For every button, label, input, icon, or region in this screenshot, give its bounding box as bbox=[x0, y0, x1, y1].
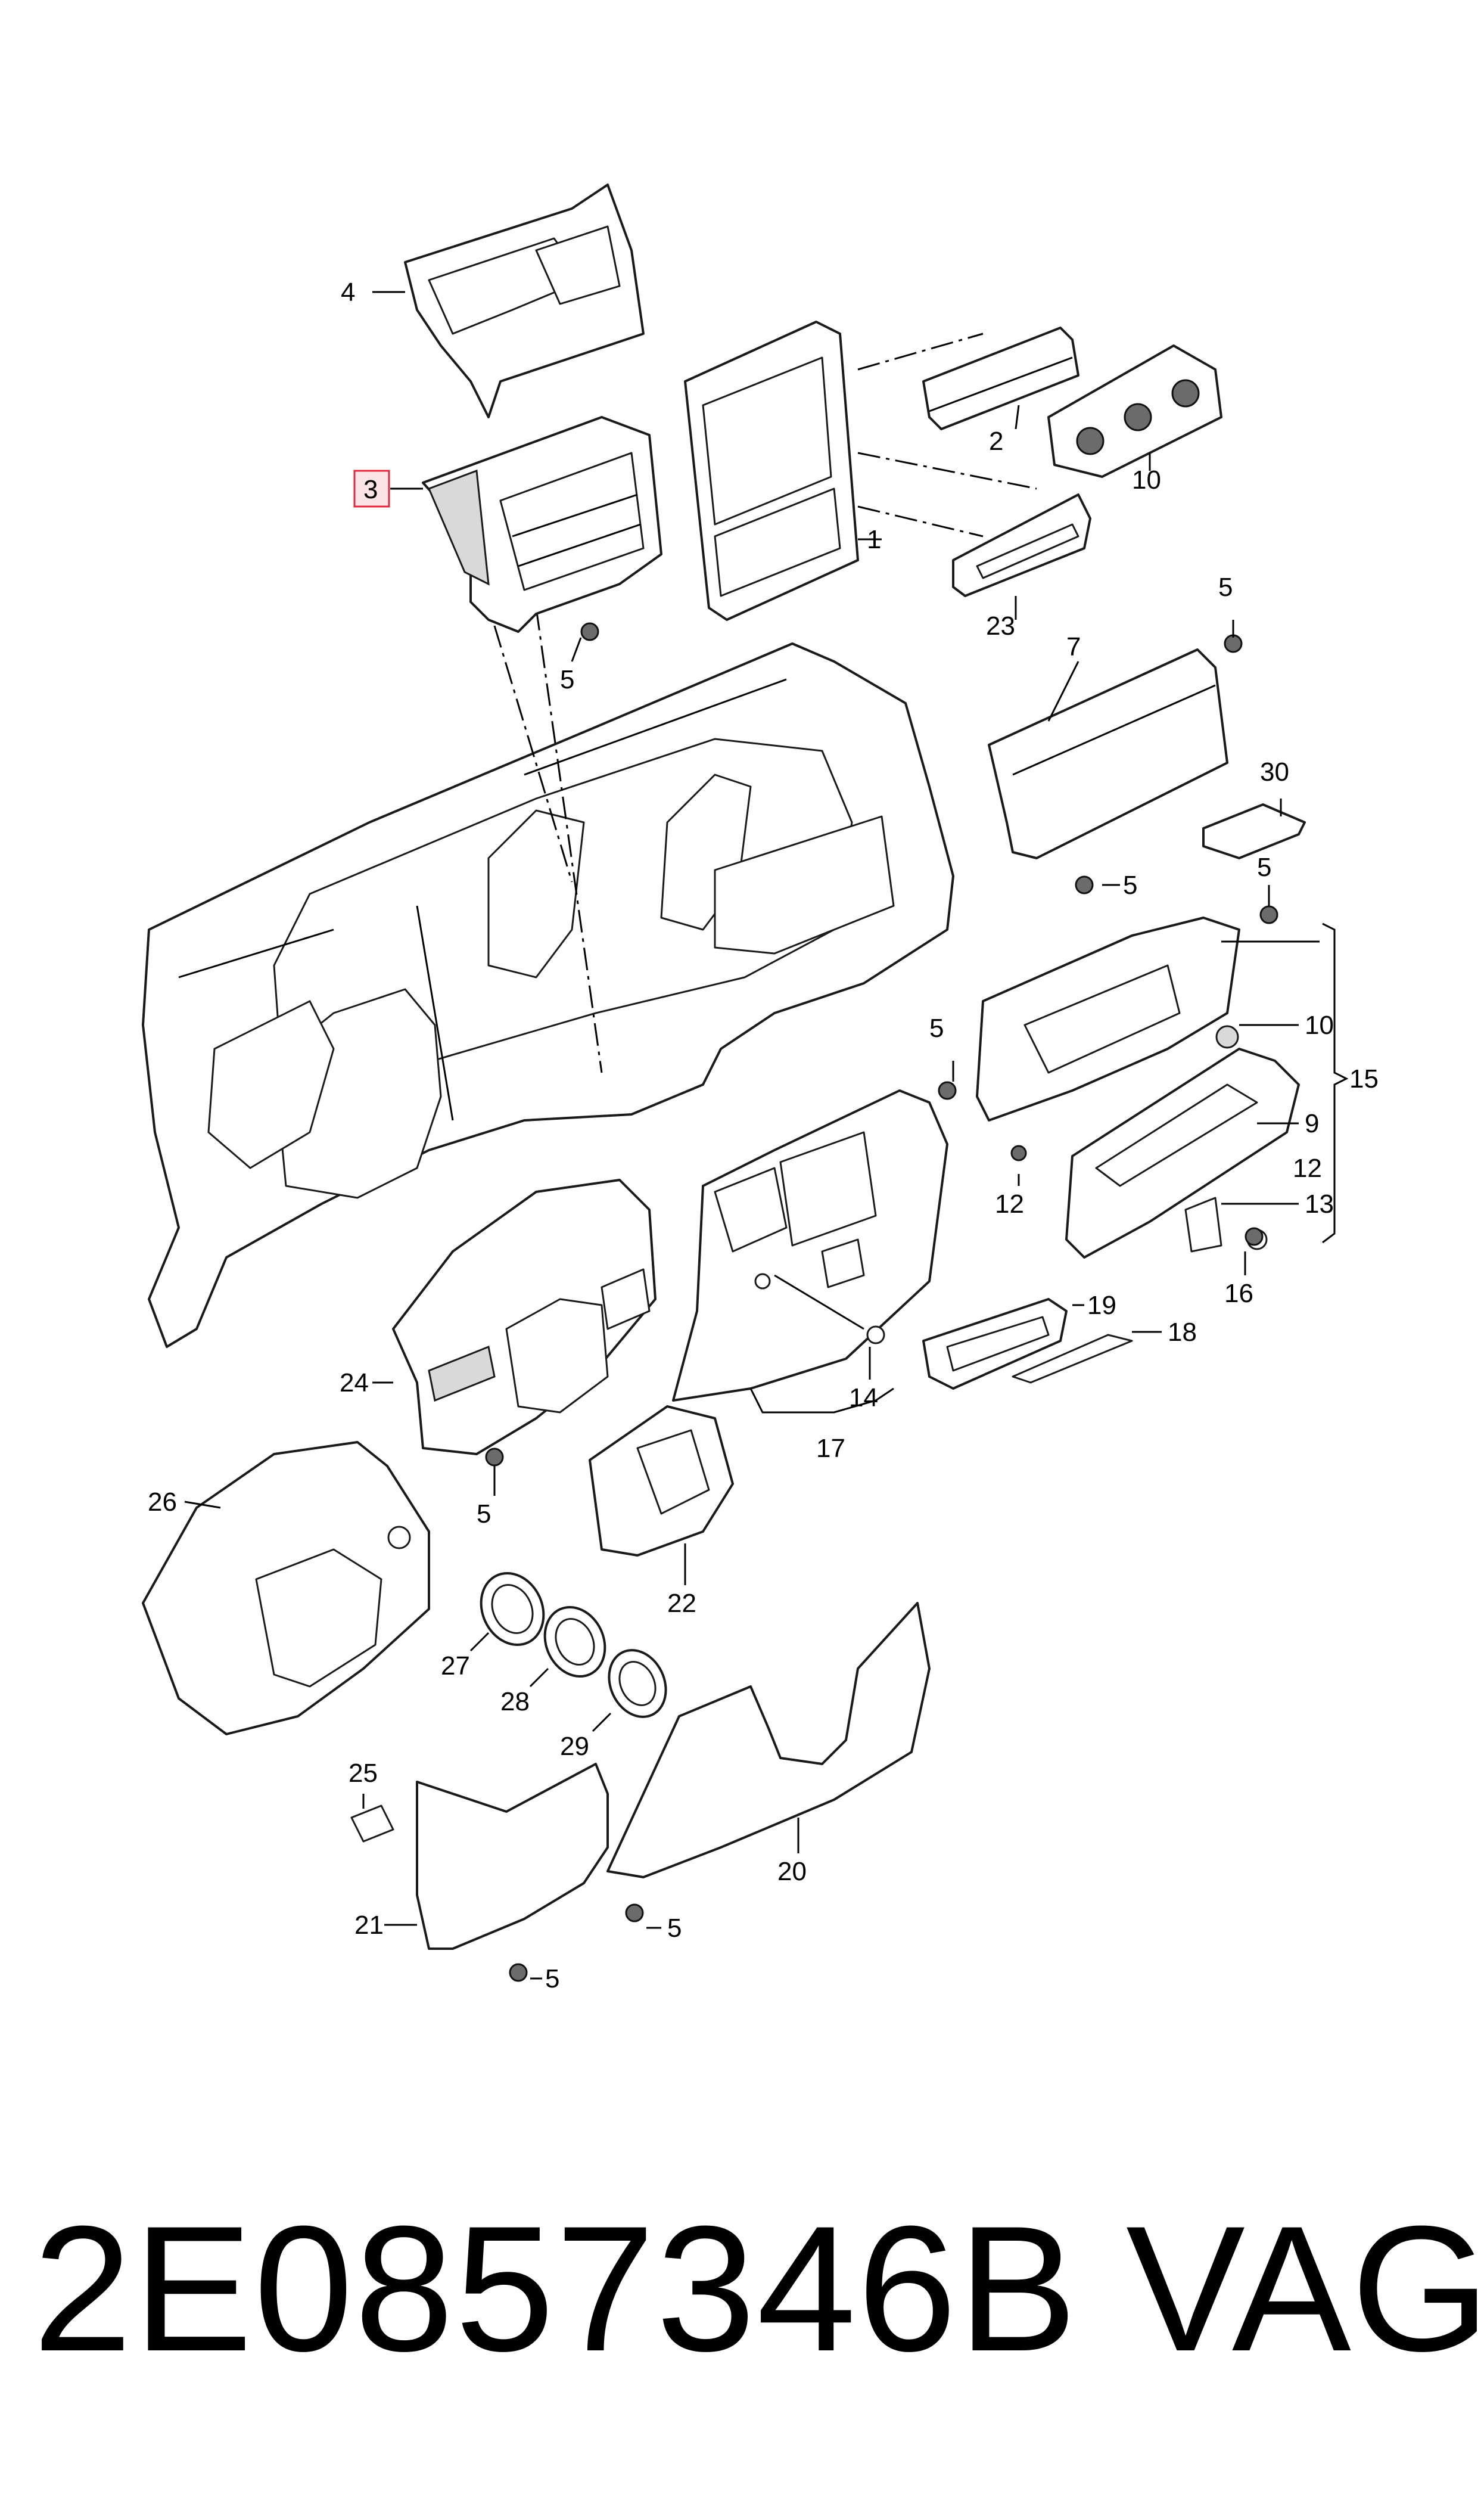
part-17-center-trim bbox=[672, 1089, 948, 1402]
callout-22: 22 bbox=[667, 1589, 696, 1618]
part-18-mat bbox=[1012, 1334, 1133, 1384]
part-10-climate-control bbox=[1047, 344, 1222, 478]
callout-18: 18 bbox=[1168, 1318, 1197, 1347]
callout-5h: 5 bbox=[545, 1964, 559, 1993]
callout-5e: 5 bbox=[929, 1014, 944, 1043]
part-4-bracket bbox=[404, 184, 645, 418]
leader-lines bbox=[184, 291, 1349, 1980]
callout-29: 29 bbox=[560, 1732, 589, 1761]
callout-27: 27 bbox=[441, 1651, 470, 1681]
part-24-bezel bbox=[392, 1179, 657, 1455]
callout-24: 24 bbox=[340, 1368, 369, 1397]
part-1-trim-panel bbox=[684, 321, 859, 621]
callout-9: 9 bbox=[1305, 1109, 1319, 1138]
part-27-ring bbox=[480, 1571, 545, 1647]
callout-labels: 4 3 1 2 10 23 5 5 7 30 5 5 5 10 15 9 12 … bbox=[148, 278, 1379, 1993]
callout-28: 28 bbox=[500, 1687, 530, 1716]
callout-4: 4 bbox=[341, 278, 355, 307]
callout-30: 30 bbox=[1260, 757, 1289, 787]
callout-5b: 5 bbox=[1218, 573, 1233, 602]
callout-7: 7 bbox=[1066, 632, 1081, 661]
callout-3: 3 bbox=[363, 475, 378, 504]
callout-14: 14 bbox=[849, 1383, 878, 1412]
part-22-vent bbox=[589, 1405, 734, 1557]
callout-23: 23 bbox=[986, 611, 1015, 641]
callout-10b: 10 bbox=[1305, 1011, 1334, 1040]
callout-12b: 12 bbox=[995, 1189, 1024, 1219]
part-30-clip bbox=[1202, 803, 1306, 859]
dashboard-carrier bbox=[142, 642, 954, 1348]
callout-16: 16 bbox=[1224, 1279, 1253, 1308]
part-26-cluster-housing bbox=[142, 1441, 430, 1735]
callout-5f: 5 bbox=[477, 1499, 491, 1529]
callout-2: 2 bbox=[989, 427, 1003, 456]
callout-12a: 12 bbox=[1293, 1154, 1322, 1183]
callout-5c: 5 bbox=[1123, 871, 1137, 900]
callout-26: 26 bbox=[148, 1487, 177, 1517]
callout-21: 21 bbox=[354, 1911, 384, 1940]
part-number: 2E0857346B bbox=[33, 2188, 1078, 2388]
callout-10a: 10 bbox=[1132, 465, 1161, 495]
callout-20: 20 bbox=[777, 1857, 807, 1886]
part-7-panel bbox=[988, 648, 1228, 859]
screw-icons bbox=[485, 622, 1278, 1982]
part-23-tray bbox=[952, 493, 1091, 597]
callout-1: 1 bbox=[867, 525, 881, 554]
brand-label: VAG bbox=[1126, 2188, 1484, 2388]
part-28-ring bbox=[543, 1605, 606, 1678]
callout-5d: 5 bbox=[1257, 853, 1271, 882]
part-21-lower-trim bbox=[416, 1763, 609, 1950]
part-15-glove-box bbox=[976, 917, 1300, 1259]
part-19-tray bbox=[922, 1298, 1068, 1390]
callout-17: 17 bbox=[816, 1434, 845, 1463]
callout-15: 15 bbox=[1349, 1064, 1379, 1094]
part-25-clip bbox=[350, 1804, 394, 1843]
callout-5a: 5 bbox=[560, 665, 574, 694]
highlight-box bbox=[353, 470, 390, 508]
callout-25: 25 bbox=[349, 1759, 378, 1788]
part-2-cover bbox=[922, 327, 1079, 430]
callout-13: 13 bbox=[1305, 1189, 1334, 1219]
callout-19: 19 bbox=[1087, 1291, 1116, 1320]
part-20-lower-trim bbox=[606, 1602, 931, 1878]
callout-5g: 5 bbox=[667, 1914, 682, 1943]
part-29-ring bbox=[608, 1649, 667, 1718]
part-3-radio-frame bbox=[422, 416, 662, 633]
